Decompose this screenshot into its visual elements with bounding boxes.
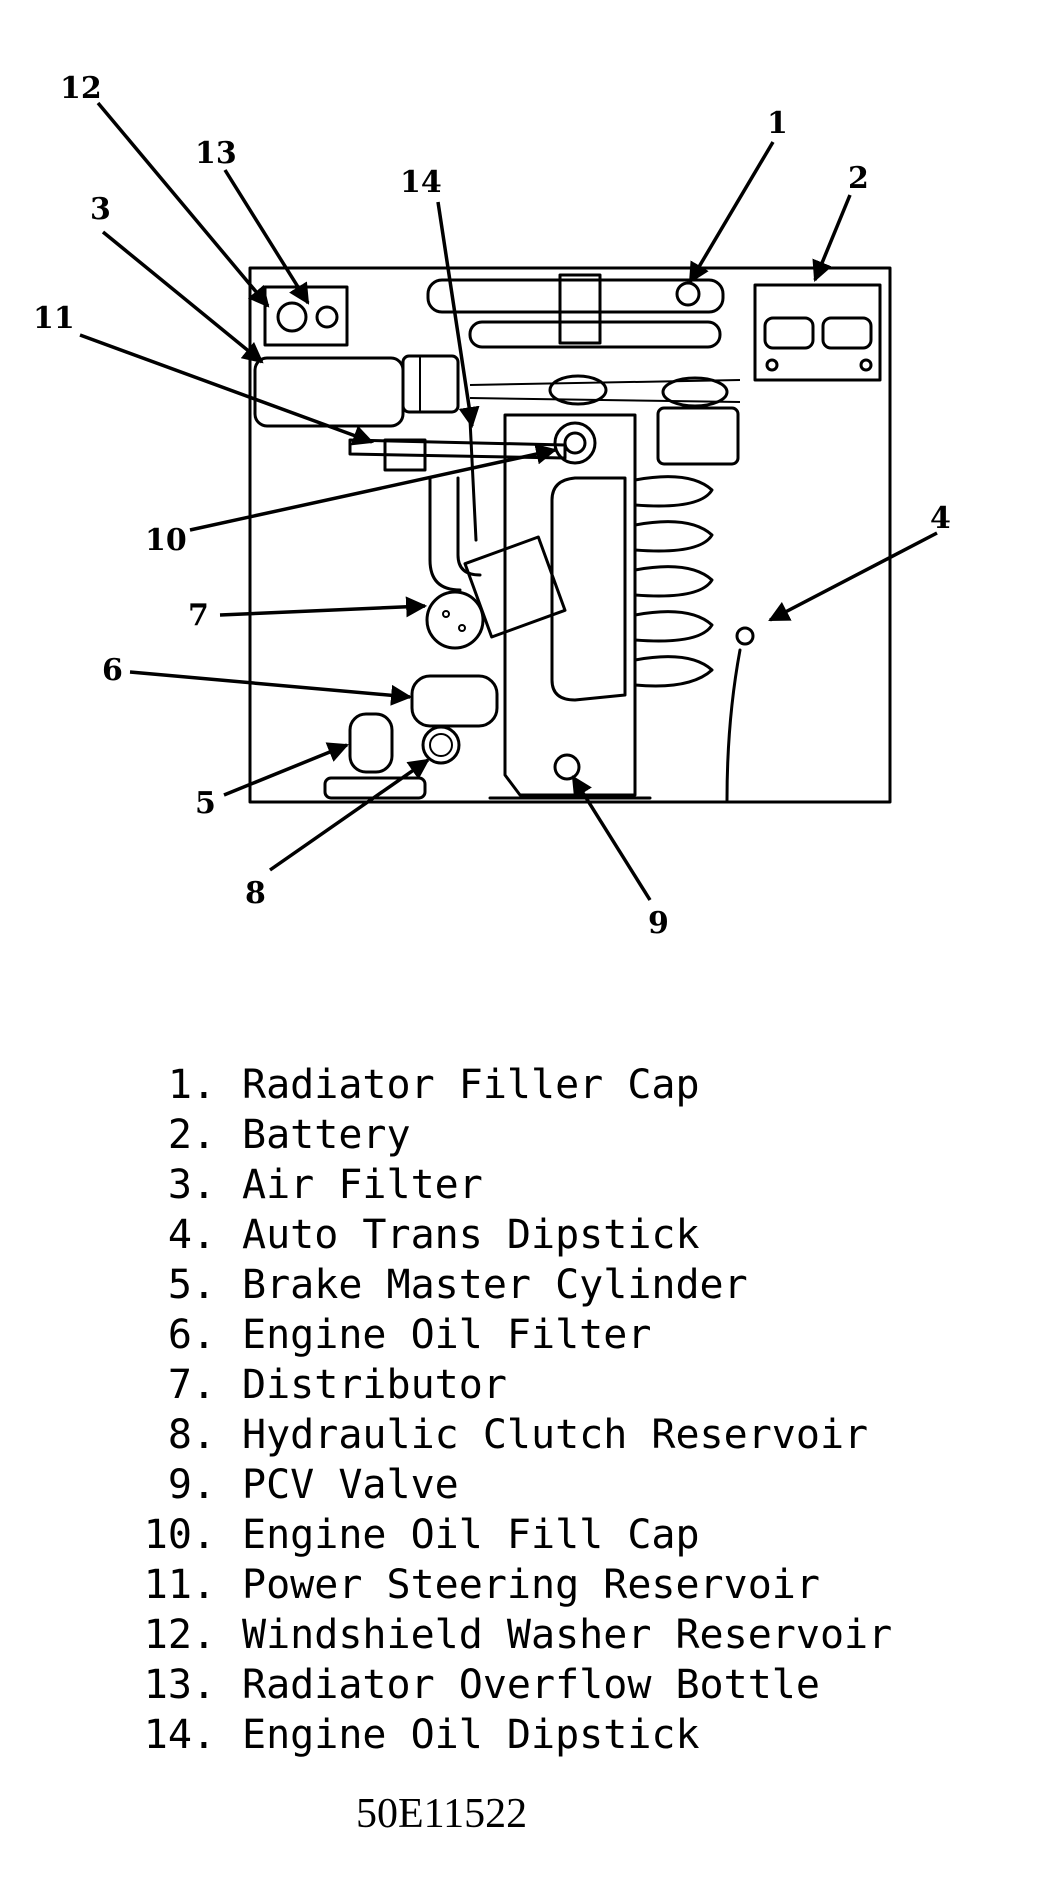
leader-10 (189, 443, 558, 532)
legend-item: 8.Hydraulic Clutch Reservoir (167, 1412, 869, 1458)
battery-shape (753, 283, 882, 382)
leader-4 (768, 531, 938, 622)
callout-12: 12 (60, 71, 102, 106)
callout-5: 5 (195, 786, 216, 821)
figure-id: 50E11522 (356, 1791, 528, 1837)
overflow-bottle-shape (263, 285, 349, 347)
callout-2: 2 (848, 161, 869, 196)
legend-item: 7.Distributor (167, 1362, 507, 1408)
oil-filter-shape (410, 674, 499, 728)
clutch-reservoir-shape (421, 725, 461, 765)
leader-14 (436, 201, 480, 429)
leader-13 (223, 169, 310, 305)
leader-3 (101, 230, 264, 364)
legend-item: 6.Engine Oil Filter (167, 1312, 652, 1358)
brake-master-cylinder-shape (323, 712, 427, 800)
legend-item: 9.PCV Valve (167, 1462, 459, 1508)
legend-item: 14.Engine Oil Dipstick (143, 1712, 700, 1758)
callout-13: 13 (195, 136, 237, 171)
legend-item: 11.Power Steering Reservoir (143, 1562, 820, 1608)
leader-7 (219, 596, 428, 618)
callout-1: 1 (767, 106, 788, 141)
callout-4: 4 (930, 501, 951, 536)
callout-10: 10 (145, 523, 187, 558)
leader-11 (79, 333, 374, 446)
legend-item: 1.Radiator Filler Cap (167, 1062, 700, 1108)
leader-8 (269, 758, 430, 872)
leader-12 (96, 101, 270, 308)
leader-1 (688, 141, 775, 284)
legend-item: 4.Auto Trans Dipstick (167, 1212, 700, 1258)
callout-6: 6 (102, 653, 123, 688)
callout-9: 9 (648, 906, 669, 941)
callout-3: 3 (90, 192, 111, 227)
legend-item: 5.Brake Master Cylinder (167, 1262, 748, 1308)
legend-item: 3.Air Filter (167, 1162, 483, 1208)
oil-dipstick-shape (468, 418, 478, 542)
leader-9 (571, 775, 652, 901)
trans-dipstick-shape (725, 626, 755, 802)
callout-11: 11 (33, 301, 75, 336)
parts-legend: 1.Radiator Filler Cap 2.Battery 3.Air Fi… (96, 1060, 1056, 1760)
engine-bay-outline (248, 266, 892, 804)
legend-item: 10.Engine Oil Fill Cap (143, 1512, 700, 1558)
exhaust-manifold-shape (633, 475, 714, 688)
legend-item: 13.Radiator Overflow Bottle (143, 1662, 820, 1708)
callout-7: 7 (188, 598, 209, 633)
callout-14: 14 (400, 165, 442, 200)
leader-6 (129, 670, 413, 706)
leader-5 (223, 742, 349, 797)
engine-compartment-diagram: 1 2 3 4 5 6 7 8 9 10 11 12 13 14 (33, 71, 951, 941)
air-filter-shape (253, 354, 460, 428)
distributor-shape (425, 476, 567, 650)
pulley-belt-shape (469, 374, 741, 466)
engine-block-shape (488, 413, 652, 800)
legend-item: 12.Windshield Washer Reservoir (143, 1612, 893, 1658)
legend-item: 2.Battery (167, 1112, 411, 1158)
callout-8: 8 (245, 876, 266, 911)
leader-2 (812, 194, 852, 282)
radiator-shape (426, 273, 725, 349)
power-steering-shape (348, 438, 567, 472)
